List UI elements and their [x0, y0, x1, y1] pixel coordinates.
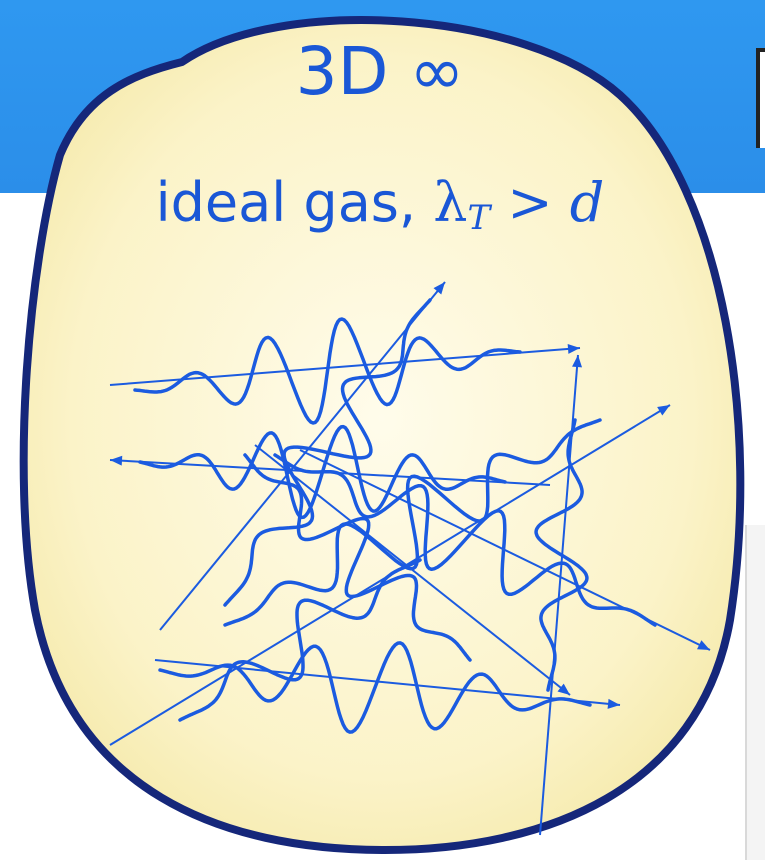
- relation-symbol: >: [490, 171, 570, 234]
- header-textbox: [756, 48, 765, 148]
- arrow-left-head: [110, 455, 123, 466]
- arrow-diagonal-up-head: [433, 282, 445, 295]
- wave-packet-center: [243, 453, 472, 662]
- bubble-outline: [19, 16, 745, 854]
- wave-packet-vertical: [534, 418, 589, 692]
- wave-packet-upper: [133, 317, 522, 425]
- wave-packet-long: [223, 418, 602, 627]
- title-3d-infinity: 3D ∞: [295, 33, 465, 110]
- wave-group: [133, 298, 657, 734]
- wave-packet-diagonal: [223, 298, 432, 607]
- arrow-upper-right: [109, 347, 581, 386]
- arrow-lower-right-head: [607, 698, 620, 709]
- lambda-symbol: λ: [433, 171, 468, 234]
- wave-packet-bottom-left: [178, 558, 422, 722]
- diagram-title-line-1: 3D ∞: [40, 33, 720, 111]
- diagram-title-line-2: ideal gas, λT > d: [40, 170, 720, 251]
- wave-packet-down-right: [273, 453, 657, 627]
- distance-symbol: d: [569, 171, 605, 234]
- lambda-subscript: T: [467, 198, 491, 238]
- arrow-long-up-right-head: [657, 405, 670, 416]
- arrow-diagonal-up: [159, 281, 446, 631]
- title-ideal-gas: ideal gas,: [155, 171, 434, 234]
- arrow-vertical-head: [572, 355, 583, 368]
- arrow-upper-right-head: [567, 343, 580, 354]
- right-panel: [745, 525, 765, 860]
- arrow-center-down-right-head: [557, 683, 570, 695]
- arrow-down-right-head: [697, 640, 710, 650]
